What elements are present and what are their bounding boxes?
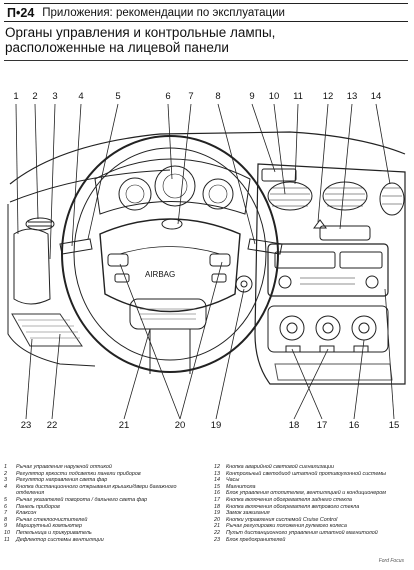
section-title-line2: расположенные на лицевой панели: [5, 40, 229, 55]
section-title: Органы управления и контрольные лампы, р…: [5, 25, 305, 55]
callout-10: 10: [268, 91, 280, 102]
callout-23: 23: [20, 420, 32, 431]
callout-12: 12: [322, 91, 334, 102]
callout-6: 6: [165, 91, 171, 102]
callout-2: 2: [32, 91, 38, 102]
title-rule: [4, 60, 408, 61]
leader-lines: [15, 103, 395, 420]
callout-7: 7: [188, 91, 194, 102]
chapter-title: Приложения: рекомендации по эксплуатации: [42, 6, 285, 19]
callout-4: 4: [78, 91, 84, 102]
callout-17: 17: [316, 420, 328, 431]
callout-16: 16: [348, 420, 360, 431]
callout-20: 20: [174, 420, 186, 431]
section-title-line1: Органы управления и контрольные лампы,: [5, 25, 276, 40]
page-header: П•24 Приложения: рекомендации по эксплуа…: [4, 3, 408, 22]
callout-22: 22: [46, 420, 58, 431]
callout-8: 8: [215, 91, 221, 102]
callout-21: 21: [118, 420, 130, 431]
callout-11: 11: [293, 91, 303, 102]
airbag-label: AIRBAG: [145, 270, 175, 279]
callout-1: 1: [13, 91, 19, 102]
callout-18: 18: [288, 420, 300, 431]
page-number: П•24: [7, 5, 35, 20]
callout-13: 13: [346, 91, 358, 102]
callout-5: 5: [115, 91, 121, 102]
callout-14: 14: [370, 91, 382, 102]
footer-note: Ford Focus: [378, 558, 404, 564]
callout-15: 15: [388, 420, 400, 431]
callout-3: 3: [52, 91, 58, 102]
dashboard-drawing: AIRBAG: [7, 131, 406, 385]
dashboard-illustration: AIRBAG: [0, 84, 414, 444]
callout-19: 19: [210, 420, 222, 431]
callout-9: 9: [249, 91, 255, 102]
